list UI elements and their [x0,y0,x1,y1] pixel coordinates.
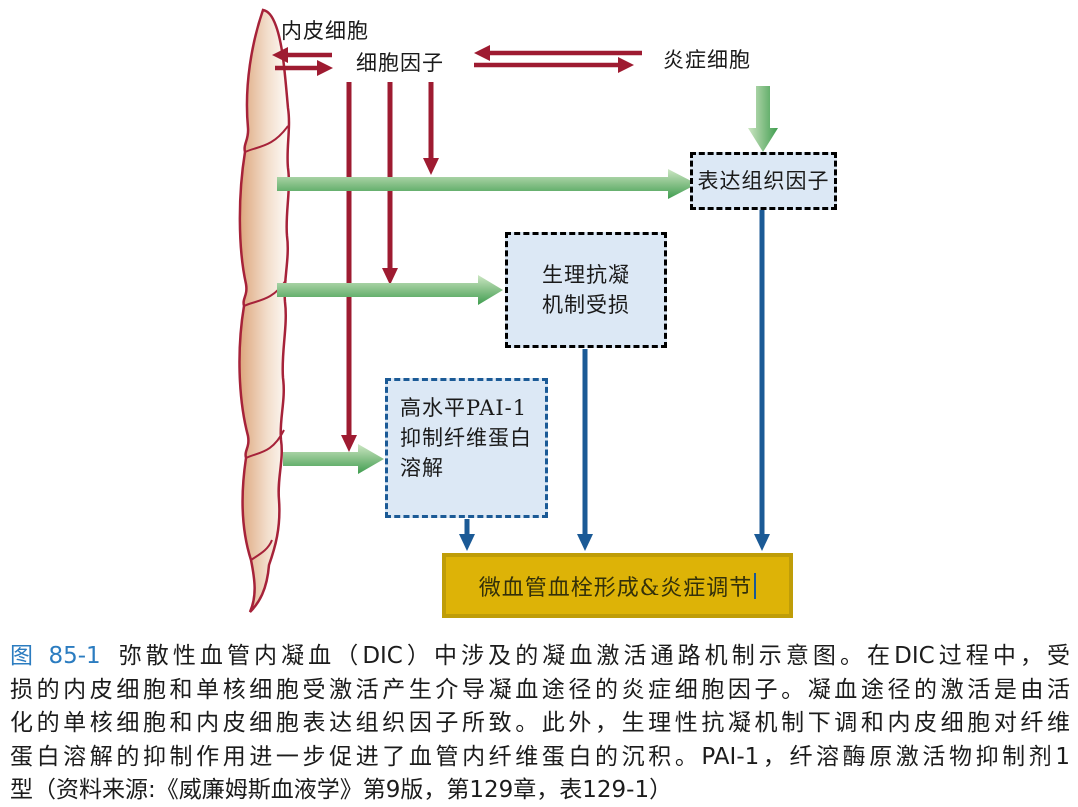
box-pai1-line1: 高水平PAI-1 [400,396,528,420]
box-tissue-factor-text: 表达组织因子 [697,169,830,193]
caption-line-2: 损的内皮细胞和单核细胞受激活产生介导凝血途径的炎症细胞因子。凝血途径的激活是由活 [10,676,1070,703]
caption-line-3: 化的单核细胞和内皮细胞表达组织因子所致。此外，生理性抗凝机制下调和内皮细胞对纤维 [10,710,1070,736]
vessel-wall [238,8,291,613]
caption-line-4: 蛋白溶解的抑制作用进一步促进了血管内纤维蛋白的沉积。PAI-1，纤溶酶原激活物抑… [10,743,1070,770]
red-double-arrow-cytokines-inflammatory [474,45,642,73]
box-outcome-thrombosis-inflammation: 微血管血栓形成&炎症调节 [442,553,793,618]
box-pai1-line2: 抑制纤维蛋白 [400,426,532,450]
figure-number: 图 85-1 [10,643,101,669]
red-arrow-cytokine-to-anticoagulation [382,82,398,285]
green-arrow-vessel-to-anticoagulation [277,275,503,305]
box-anticoagulation-impaired: 生理抗凝 机制受损 [505,232,667,348]
blue-arrow-pai1-to-outcome [459,519,475,551]
green-arrow-inflammatory-to-tissue-factor [748,86,778,152]
box-anticoagulation-line2: 机制受损 [542,293,630,317]
label-endothelial-cells: 内皮细胞 [281,19,369,43]
red-arrow-cytokine-to-pai1 [341,82,357,452]
box-outcome-text: 微血管血栓形成&炎症调节 [478,575,753,601]
blue-arrow-tissue-factor-to-outcome [754,210,770,551]
text-cursor-bar [754,572,757,599]
red-arrow-cytokine-to-tissue-factor [423,82,439,175]
box-anticoagulation-line1: 生理抗凝 [542,263,630,287]
green-arrow-vessel-to-pai1 [283,444,384,474]
caption-line-5: 型（资料来源:《威廉姆斯血液学》第9版，第129章，表129-1） [10,777,673,803]
box-pai1-line3: 溶解 [400,456,444,480]
label-cytokines: 细胞因子 [356,51,444,75]
caption-line-1: 图 85-1 弥散性血管内凝血（DIC）中涉及的凝血激活通路机制示意图。在DIC过… [10,640,1070,674]
box-pai1-inhibits-fibrinolysis: 高水平PAI-1 抑制纤维蛋白 溶解 [385,378,548,518]
figure-caption: 图 85-1 弥散性血管内凝血（DIC）中涉及的凝血激活通路机制示意图。在DIC过… [10,640,1070,807]
caption-line-1-text: 弥散性血管内凝血（DIC）中涉及的凝血激活通路机制示意图。在DIC过程中，受 [114,643,1071,669]
green-arrow-vessel-to-tissue-factor [277,169,697,199]
red-double-arrow-endothelium-cytokines [272,47,333,76]
blue-arrow-anticoagulation-to-outcome [577,349,593,551]
diagram-artwork [238,8,778,613]
box-tissue-factor: 表达组织因子 [690,152,837,210]
label-inflammatory-cells: 炎症细胞 [663,48,751,72]
